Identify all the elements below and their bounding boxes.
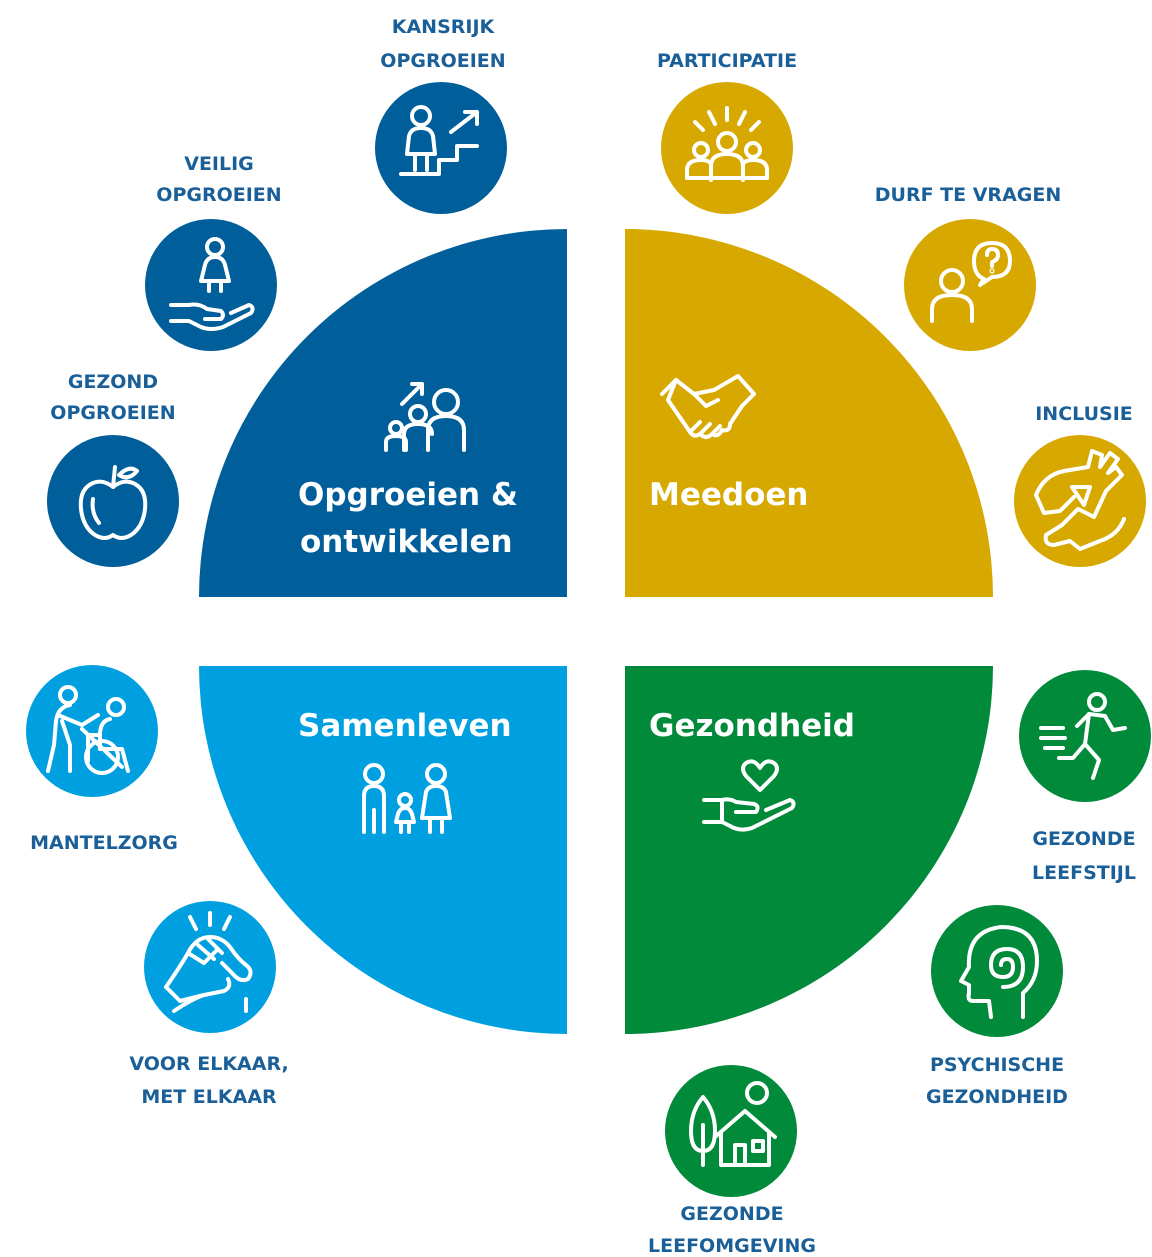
family-growth-icon <box>384 382 466 452</box>
question-bubble-icon <box>930 241 1012 323</box>
label-leefomgeving-line1: GEZONDE <box>680 1203 783 1225</box>
wheelchair-care-icon <box>46 685 130 775</box>
label-veilig-line2: OPGROEIEN <box>156 184 281 206</box>
theme-circle-psychische[interactable] <box>931 905 1063 1037</box>
label-durf: DURF TE VRAGEN <box>875 184 1062 206</box>
label-participatie: PARTICIPATIE <box>657 50 797 72</box>
quadrant-title-gezondheid: Gezondheid <box>649 708 855 744</box>
label-gezonde-leefstijl: GEZONDE LEEFSTIJL <box>1032 828 1136 884</box>
group-people-icon <box>685 106 769 182</box>
label-voor-line2: MET ELKAAR <box>141 1086 277 1108</box>
apple-icon <box>78 465 148 540</box>
house-tree-icon <box>689 1081 777 1167</box>
label-leefstijl-line1: GEZONDE <box>1032 828 1135 850</box>
theme-circle-kansrijk[interactable] <box>375 82 507 214</box>
label-veilig-line1: VEILIG <box>184 153 254 175</box>
label-gezond-opgroeien: GEZOND OPGROEIEN <box>50 371 175 424</box>
heart-in-hand-icon <box>702 759 796 832</box>
theme-circle-durf[interactable] <box>904 219 1036 351</box>
quadrant-opgroeien[interactable] <box>199 229 567 597</box>
label-psychische-line1: PSYCHISCHE <box>930 1054 1064 1076</box>
quadrant-meedoen[interactable] <box>625 229 993 597</box>
theme-circle-mantelzorg[interactable] <box>26 665 158 797</box>
quadrant-title-opgroeien-line2: ontwikkelen <box>300 524 513 560</box>
handshake-icon <box>660 374 756 439</box>
label-kansrijk-line2: OPGROEIEN <box>380 50 505 72</box>
theme-circle-leefomgeving[interactable] <box>665 1065 797 1197</box>
label-gezond-line2: OPGROEIEN <box>50 402 175 424</box>
label-kansrijk: KANSRIJK OPGROEIEN <box>380 16 505 72</box>
quadrant-title-opgroeien-line1: Opgroeien & <box>298 477 518 513</box>
quadrant-samenleven[interactable] <box>199 666 567 1034</box>
quadrant-title-samenleven: Samenleven <box>298 708 512 744</box>
quadrant-gezondheid[interactable] <box>625 666 993 1034</box>
label-voor-line1: VOOR ELKAAR, <box>129 1053 288 1075</box>
running-person-icon <box>1039 692 1127 780</box>
joined-hands-icon <box>1034 449 1126 551</box>
label-psychische: PSYCHISCHE GEZONDHEID <box>926 1054 1068 1108</box>
label-voor-elkaar: VOOR ELKAAR, MET ELKAAR <box>129 1053 288 1108</box>
label-mantelzorg: MANTELZORG <box>30 832 178 854</box>
theme-circle-participatie[interactable] <box>661 82 793 214</box>
label-gezond-line1: GEZOND <box>68 371 158 393</box>
helping-hands-icon <box>164 911 253 1013</box>
stairs-growth-icon <box>399 105 479 176</box>
label-leefstijl-line2: LEEFSTIJL <box>1032 862 1136 884</box>
mind-head-icon <box>959 925 1039 1019</box>
label-leefomgeving: GEZONDE LEEFOMGEVING <box>648 1203 816 1257</box>
label-inclusie: INCLUSIE <box>1035 403 1133 425</box>
child-in-hand-icon <box>169 237 255 331</box>
quadrant-title-meedoen: Meedoen <box>649 477 808 513</box>
theme-circle-gezond-opgroeien[interactable] <box>47 435 179 567</box>
label-leefomgeving-line2: LEEFOMGEVING <box>648 1235 816 1257</box>
label-veilig: VEILIG OPGROEIEN <box>156 153 281 206</box>
label-psychische-line2: GEZONDHEID <box>926 1086 1068 1108</box>
label-kansrijk-line1: KANSRIJK <box>392 16 496 38</box>
family-icon <box>362 763 452 834</box>
